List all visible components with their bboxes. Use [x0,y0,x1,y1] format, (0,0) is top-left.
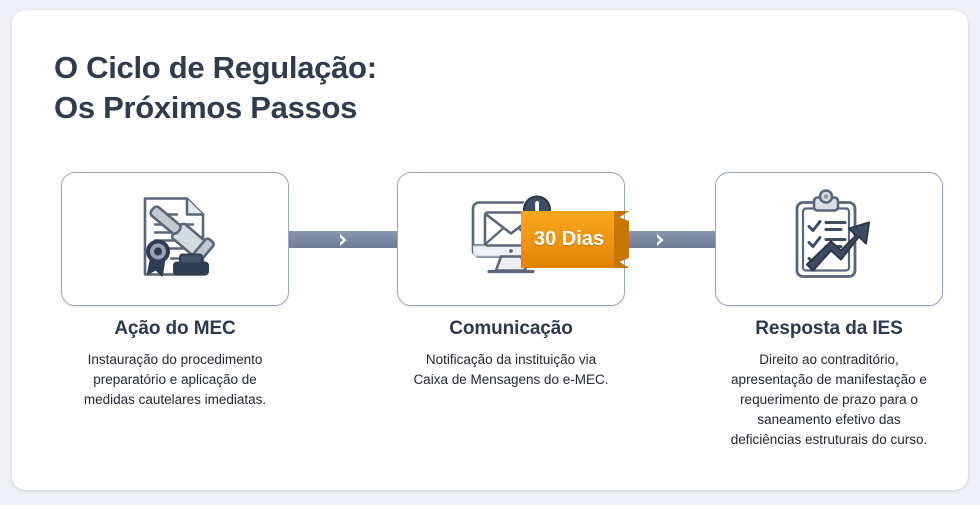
step-card-acao-do-mec[interactable] [61,172,289,306]
infographic-panel: O Ciclo de Regulação: Os Próximos Passos [12,10,968,490]
step-text-resposta-da-ies: Resposta da IES Direito ao contraditório… [687,318,971,450]
connector-rail-1 [289,231,399,248]
chevron-right-icon [337,233,350,246]
deadline-badge-label: 30 Dias [533,228,605,250]
step-heading: Comunicação [449,318,573,339]
step-heading: Resposta da IES [755,318,903,339]
step-text-acao-do-mec: Ação do MEC Instauração do procedimento … [45,318,305,410]
page-title: O Ciclo de Regulação: Os Próximos Passos [54,50,377,125]
step-text-comunicacao: Comunicação Notificação da instituição v… [381,318,641,390]
step-body: Notificação da instituição via Caixa de … [413,352,609,387]
step-body: Instauração do procedimento preparatório… [83,352,267,407]
chevron-right-icon [654,233,667,246]
step-body: Direito ao contraditório, apresentação d… [730,352,928,447]
connector-rail-2 [606,231,716,248]
deadline-badge: 30 Dias [521,211,629,268]
step-card-resposta-da-ies[interactable] [715,172,943,306]
step-heading: Ação do MEC [114,318,236,339]
clipboard-checklist-growth-arrow-icon [781,189,877,290]
document-seal-gavel-icon [127,189,223,290]
